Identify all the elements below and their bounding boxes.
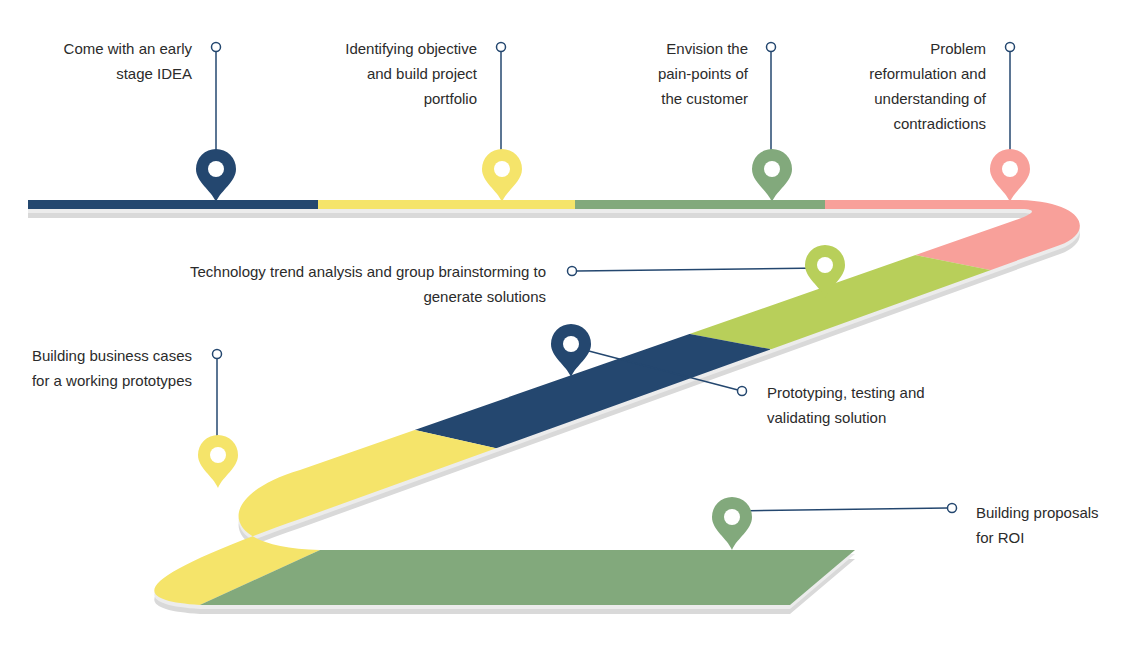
map-pin-hole <box>764 161 780 177</box>
map-pin <box>712 497 752 550</box>
leader-dot <box>767 43 776 52</box>
leader-line <box>585 350 738 390</box>
map-pin-hole <box>817 257 833 273</box>
step-label: Prototyping, testing and validating solu… <box>767 380 967 430</box>
leader-dot <box>1006 43 1015 52</box>
leader-dot <box>738 387 747 396</box>
map-pin-hole <box>210 447 226 463</box>
map-pin-hole <box>208 161 224 177</box>
leader-dot <box>213 350 222 359</box>
leader-line <box>500 52 502 165</box>
map-pin <box>198 435 238 488</box>
map-pin-hole <box>494 161 510 177</box>
leader-line <box>770 52 772 165</box>
map-pin <box>990 149 1030 202</box>
leader-dot <box>948 504 957 513</box>
leader-line <box>577 268 822 271</box>
step-label: Identifying objective and build project … <box>336 36 477 111</box>
leader-line <box>735 508 947 511</box>
leader-line <box>1009 52 1011 165</box>
road-segment <box>167 540 900 620</box>
map-pin-hole <box>1002 161 1018 177</box>
leader-line <box>215 52 217 165</box>
map-pin <box>551 324 591 377</box>
road-segment <box>825 180 1120 270</box>
step-label: Building proposals for ROI <box>976 500 1116 550</box>
step-label: Come with an early stage IDEA <box>42 36 192 86</box>
step-label: Envision the pain-points of the customer <box>636 36 748 111</box>
step-label: Problem reformulation and understanding … <box>850 36 986 136</box>
map-pin-hole <box>724 509 740 525</box>
road-segment <box>650 215 1120 400</box>
leader-dot <box>568 267 577 276</box>
map-pin <box>752 149 792 202</box>
leader-dot <box>497 43 506 52</box>
map-pin <box>805 245 845 298</box>
map-pin <box>482 149 522 202</box>
leader-dot <box>212 43 221 52</box>
step-label: Technology trend analysis and group brai… <box>166 259 546 309</box>
map-pin-hole <box>563 336 579 352</box>
road-segment <box>575 180 825 220</box>
road-segment <box>0 180 318 220</box>
step-label: Building business cases for a working pr… <box>30 343 192 393</box>
road-segment <box>318 180 575 220</box>
map-pin <box>196 149 236 202</box>
